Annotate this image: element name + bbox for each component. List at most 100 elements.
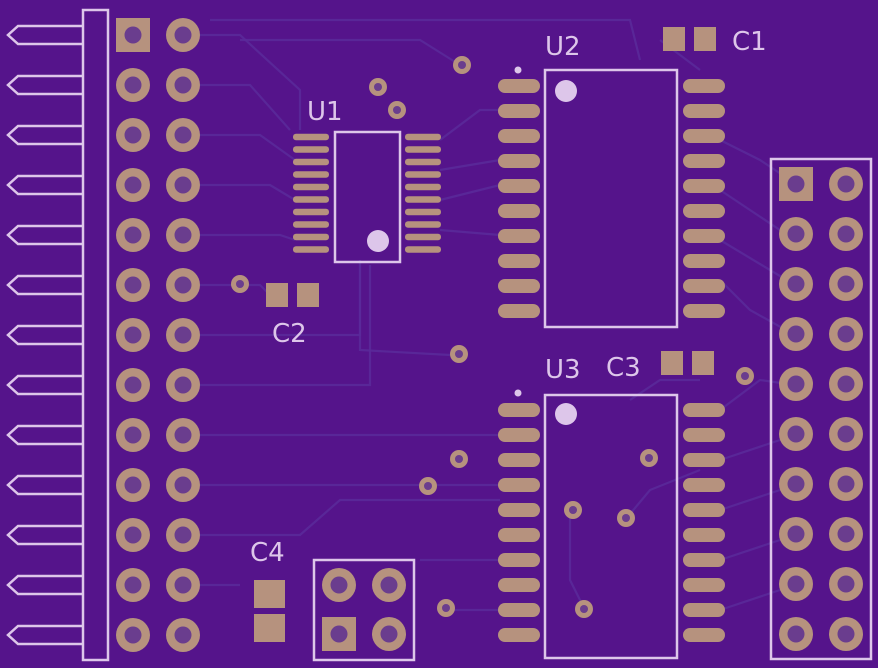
u2-chip: U2 xyxy=(498,32,725,329)
c2-pad-1 xyxy=(266,283,288,307)
left-header-pad-26-drill xyxy=(174,626,192,644)
u3-pad-left xyxy=(498,528,540,542)
left-header-pads xyxy=(116,18,200,652)
left-header-pad-8-drill xyxy=(174,176,192,194)
u2-pad-left xyxy=(498,129,540,143)
u2-pad-left xyxy=(498,179,540,193)
right-header-pad-7-drill xyxy=(787,325,805,343)
left-header-pin-outline xyxy=(6,74,83,96)
c4-capacitor: C4 xyxy=(250,538,285,642)
right-header-pad-17-drill xyxy=(787,575,805,593)
u2-pad-left xyxy=(498,104,540,118)
c3-pad-2 xyxy=(692,351,714,375)
c3-capacitor: C3 xyxy=(606,351,714,383)
u2-pad-right xyxy=(683,229,725,243)
left-header-pin-outline xyxy=(6,274,83,296)
right-header-pad-15-drill xyxy=(787,525,805,543)
via-drill xyxy=(569,506,577,514)
via-drill xyxy=(455,350,463,358)
u3-pad-right xyxy=(683,478,725,492)
left-header-pad-3-drill xyxy=(124,76,142,94)
u3-pad-right xyxy=(683,453,725,467)
u1-pin1-marker xyxy=(367,230,389,252)
u2-pad-right xyxy=(683,104,725,118)
u3-pad-right xyxy=(683,603,725,617)
u3-pin1-dot xyxy=(514,389,522,397)
u1-pad-right xyxy=(405,146,441,153)
u1-designator: U1 xyxy=(307,97,343,127)
right-header-pad-3-drill xyxy=(787,225,805,243)
u3-pad-left xyxy=(498,503,540,517)
left-angled-header-silkscreen xyxy=(6,24,83,646)
u2-pin1-dot xyxy=(514,66,522,74)
u2-pad-left xyxy=(498,279,540,293)
u3-pad-right xyxy=(683,628,725,642)
left-header-pin-outline xyxy=(6,574,83,596)
u1-pad-right xyxy=(405,171,441,178)
left-header-pad-7-drill xyxy=(124,176,142,194)
u1-pad-right xyxy=(405,196,441,203)
right-header-pad-16-drill xyxy=(837,525,855,543)
u3-pad-left xyxy=(498,453,540,467)
via-drill xyxy=(458,61,466,69)
u3-pad-left xyxy=(498,403,540,417)
left-header-pad-1-drill xyxy=(124,26,142,44)
via-drill xyxy=(741,372,749,380)
u1-pad-left xyxy=(293,246,329,253)
left-header-pad-14-drill xyxy=(174,326,192,344)
u2-pad-right xyxy=(683,79,725,93)
c4-pad-2 xyxy=(254,614,285,642)
left-header-pad-2-drill xyxy=(174,26,192,44)
c4-designator: C4 xyxy=(250,538,285,568)
left-header-pad-9-drill xyxy=(124,226,142,244)
left-header-pad-12-drill xyxy=(174,276,192,294)
u2-pad-left xyxy=(498,204,540,218)
u1-pad-left xyxy=(293,221,329,228)
u3-pin1-marker xyxy=(555,403,577,425)
right-header-pad-11-drill xyxy=(787,425,805,443)
c2-pad-2 xyxy=(297,283,319,307)
right-header-pad-2-drill xyxy=(837,175,855,193)
c1-pad-1 xyxy=(663,27,685,51)
u2-pad-right xyxy=(683,179,725,193)
u3-pad-left xyxy=(498,628,540,642)
right-header-pad-8-drill xyxy=(837,325,855,343)
left-header-pin-outline xyxy=(6,174,83,196)
u2-pad-right xyxy=(683,304,725,318)
right-header-pad-4-drill xyxy=(837,225,855,243)
u2-pad-left xyxy=(498,304,540,318)
u1-pad-left xyxy=(293,183,329,191)
via-drill xyxy=(580,605,588,613)
u3-pad-right xyxy=(683,578,725,592)
c3-pad-1 xyxy=(661,351,683,375)
u2-pad-right xyxy=(683,279,725,293)
u1-pad-left xyxy=(293,208,329,216)
left-header-pad-4-drill xyxy=(174,76,192,94)
left-header-pad-11-drill xyxy=(124,276,142,294)
right-header-pad-6-drill xyxy=(837,275,855,293)
u1-pad-right xyxy=(405,158,441,166)
right-header-pad-12-drill xyxy=(837,425,855,443)
via-drill xyxy=(374,83,382,91)
small-header-pad-1-drill xyxy=(330,576,348,594)
u1-pad-right xyxy=(405,221,441,228)
small-header-pad-3-drill xyxy=(330,625,348,643)
via-drill xyxy=(236,280,244,288)
c2-capacitor: C2 xyxy=(266,283,319,349)
left-header-pad-18-drill xyxy=(174,426,192,444)
left-header-pad-19-drill xyxy=(124,476,142,494)
u2-pad-right xyxy=(683,129,725,143)
u1-pad-left xyxy=(293,146,329,153)
u3-pad-right xyxy=(683,428,725,442)
right-header-pad-14-drill xyxy=(837,475,855,493)
left-header-pin-outline xyxy=(6,124,83,146)
via-drill xyxy=(442,604,450,612)
u1-pad-right xyxy=(405,133,441,141)
u1-chip: U1 xyxy=(293,97,441,264)
right-header-pad-18-drill xyxy=(837,575,855,593)
right-header-pad-10-drill xyxy=(837,375,855,393)
c3-designator: C3 xyxy=(606,353,641,383)
u1-pad-left xyxy=(293,171,329,178)
